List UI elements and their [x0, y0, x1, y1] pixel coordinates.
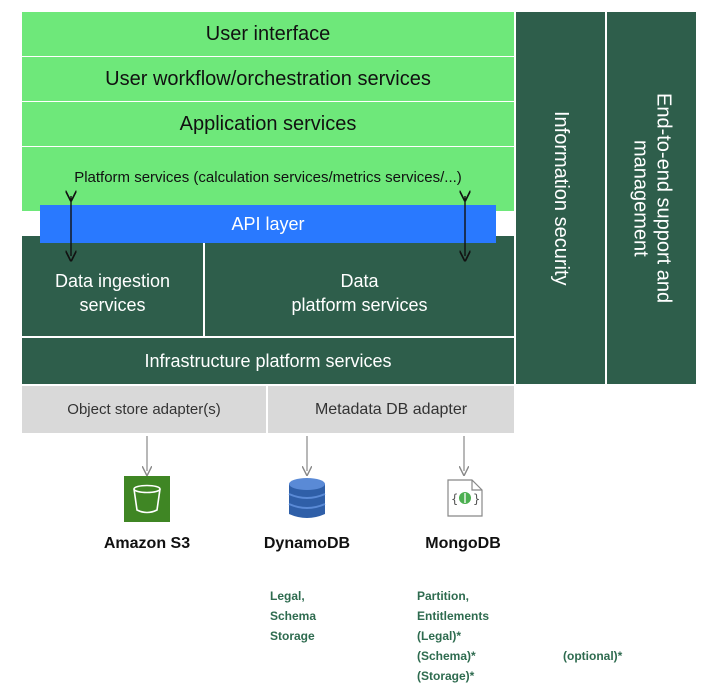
information-security-label: Information security [550, 110, 572, 286]
mongodb-note-line: (Storage)* [417, 669, 475, 683]
user-interface-label: User interface [205, 22, 331, 45]
mongodb-notes: Partition, Entitlements (Legal)* (Schema… [417, 586, 489, 686]
dynamodb-note-line: Legal, [270, 589, 305, 603]
infrastructure-label: Infrastructure platform services [144, 350, 392, 371]
platform-services-label: Platform services (calculation services/… [74, 169, 462, 186]
store-label-amazon-s3: Amazon S3 [103, 535, 191, 552]
data-ingestion-block: Data ingestion services [22, 236, 203, 336]
infrastructure-layer: Infrastructure platform services [22, 338, 514, 384]
application-services-layer: Application services [22, 102, 514, 146]
api-layer-label: API layer [231, 213, 305, 234]
api-layer: API layer [40, 205, 496, 243]
end-to-end-support-column: End-to-end support and management [607, 12, 696, 384]
user-interface-layer: User interface [22, 12, 514, 56]
store-label-mongodb: MongoDB [425, 535, 501, 552]
dynamodb-notes: Legal, Schema Storage [270, 586, 316, 646]
end-to-end-label-line2: management [629, 139, 652, 257]
optional-note: (optional)* [563, 649, 623, 663]
object-store-adapter-label: Object store adapter(s) [67, 401, 221, 418]
data-ingestion-label-line1: Data ingestion [54, 271, 171, 291]
information-security-column: Information security [516, 12, 605, 384]
user-workflow-layer: User workflow/orchestration services [22, 57, 514, 101]
store-label-dynamodb: DynamoDB [263, 535, 351, 552]
end-to-end-label: End-to-end support and management [629, 93, 675, 303]
mongodb-icon: { } [447, 479, 483, 517]
amazon-s3-bucket-icon [124, 476, 170, 522]
dynamodb-note-line: Storage [270, 629, 315, 643]
application-services-label: Application services [179, 112, 357, 135]
mongodb-note-line: (Legal)* [417, 629, 462, 643]
user-workflow-label: User workflow/orchestration services [105, 67, 431, 90]
metadata-db-adapter-label: Metadata DB adapter [314, 400, 468, 418]
data-platform-label-line2: platform services [291, 295, 428, 315]
object-store-adapter: Object store adapter(s) [22, 386, 266, 433]
metadata-db-adapter: Metadata DB adapter [268, 386, 514, 433]
dynamodb-icon [288, 478, 326, 518]
data-ingestion-label-line2: services [79, 295, 146, 315]
svg-text:}: } [473, 492, 480, 506]
dynamodb-note-line: Schema [270, 609, 317, 623]
platform-services-layer: Platform services (calculation services/… [22, 147, 514, 211]
data-platform-label-line1: Data [340, 271, 379, 291]
mongodb-note-line: Entitlements [417, 609, 490, 623]
mongodb-note-line: (Schema)* [417, 649, 476, 663]
end-to-end-label-line1: End-to-end support and [652, 92, 675, 304]
mongodb-note-line: Partition, [417, 589, 470, 603]
svg-text:{: { [451, 492, 458, 506]
